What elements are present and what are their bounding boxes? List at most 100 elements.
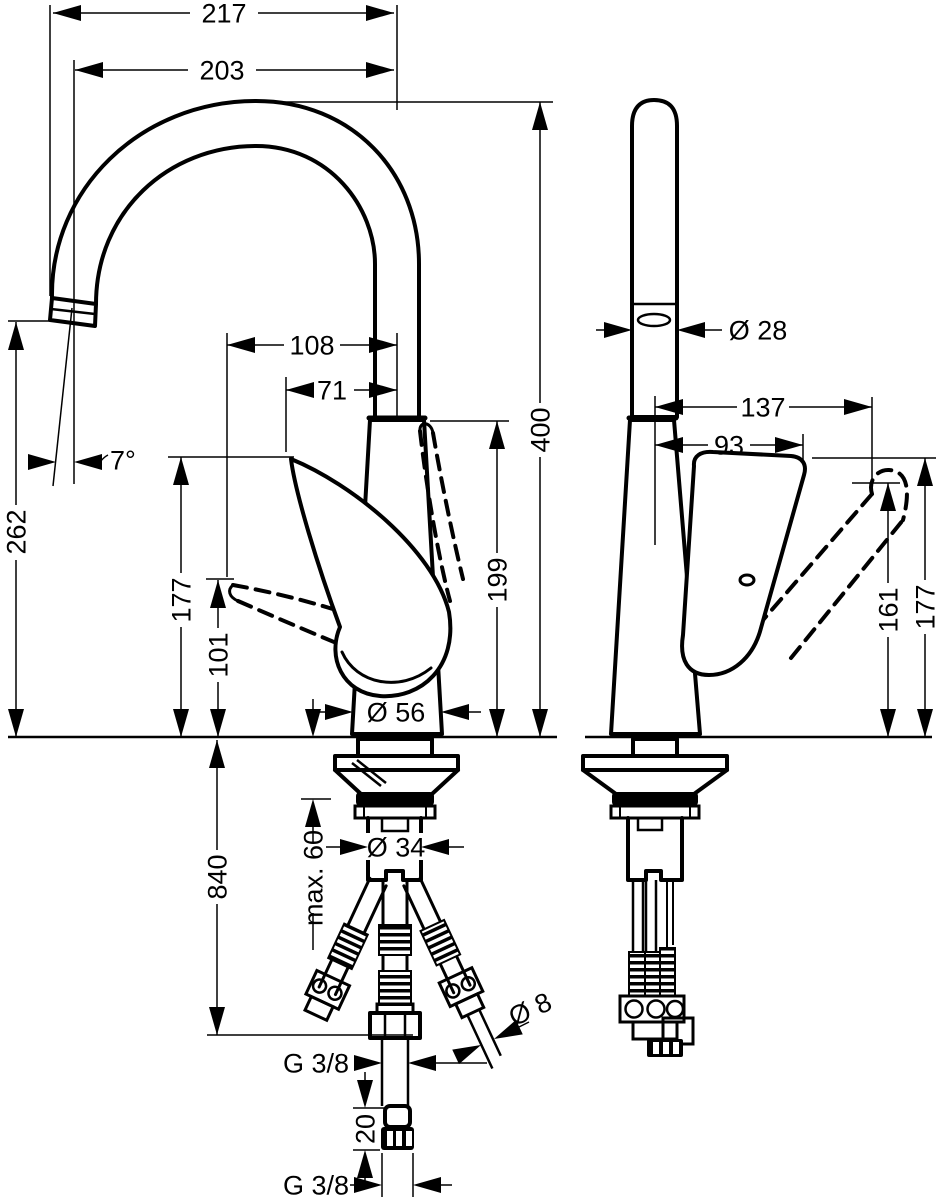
dim-shank-diameter: Ø 34 <box>326 832 464 862</box>
angle-ref-line <box>52 307 73 487</box>
connector-port <box>327 985 343 1001</box>
dim-label: 177 <box>166 577 196 622</box>
collar-notch <box>619 806 691 818</box>
handle-screw <box>738 573 756 587</box>
mounting-spacer <box>356 737 434 758</box>
arrowhead <box>354 1177 382 1193</box>
front-view: 217 203 108 <box>1 0 557 1200</box>
arrowhead <box>28 454 56 470</box>
dim-label: 199 <box>482 557 512 602</box>
lever-handle <box>680 449 807 677</box>
adapter-slot <box>653 1042 659 1054</box>
arrowhead <box>441 704 469 720</box>
aerator-outlet <box>636 312 672 328</box>
connector-port <box>646 999 666 1019</box>
hose-clip <box>636 816 664 832</box>
handle-raised-dashed <box>755 492 874 629</box>
dim-label: 217 <box>201 0 246 28</box>
hose-braid <box>659 947 676 997</box>
dim-label: 7° <box>110 445 136 475</box>
thread-nipple <box>380 1038 410 1106</box>
arrowhead <box>357 1080 373 1108</box>
arrowhead <box>369 337 397 353</box>
hose-braid <box>326 922 370 971</box>
arrowhead <box>8 322 24 350</box>
handle-lowered-dashed <box>231 583 402 635</box>
dim-hose-connection: G 3/8 <box>283 1048 487 1078</box>
connector-port <box>445 983 461 999</box>
dim-label: 93 <box>714 430 744 460</box>
dim-label: max. 60 <box>298 830 328 926</box>
collar-notch <box>363 806 427 818</box>
side-dimensions: Ø 28 137 93 <box>596 315 940 737</box>
dim-handle-lowered-height: 101 <box>203 578 234 737</box>
arrowhead <box>305 709 321 737</box>
arrowhead <box>677 322 705 338</box>
base-gasket <box>612 792 698 806</box>
arrowhead <box>880 709 896 737</box>
dim-label: 177 <box>910 584 940 629</box>
arrowhead <box>210 709 226 737</box>
adapter-slot <box>673 1042 679 1054</box>
lever-handle <box>289 457 453 699</box>
dim-handle-to-axis-lowered: 108 <box>226 330 398 577</box>
dim-label: Ø 28 <box>729 315 788 345</box>
dim-label: 203 <box>199 55 244 85</box>
leader-line <box>99 454 109 463</box>
label-mask <box>358 833 434 860</box>
handle-raised-dashed <box>431 431 465 581</box>
arrowhead <box>209 1007 225 1035</box>
arrowhead <box>366 5 394 21</box>
connector-port <box>665 999 685 1019</box>
threaded-shank <box>626 816 684 882</box>
dim-label: 101 <box>203 632 233 677</box>
arrowhead <box>75 62 103 78</box>
dim-handle-reach: 93 <box>655 430 804 460</box>
dim-max-deck-thickness: max. 60 <box>298 699 331 950</box>
arrowhead <box>532 709 548 737</box>
arrowhead <box>53 5 81 21</box>
hose-center <box>368 878 422 1150</box>
retainer-collar <box>609 804 701 820</box>
arrowhead <box>369 382 397 398</box>
nut-facets <box>383 1013 407 1038</box>
escutcheon-side <box>430 768 460 796</box>
adapter-slot <box>663 1042 669 1054</box>
dim-spout-reach: 203 <box>73 55 394 484</box>
dim-label: 262 <box>1 509 31 554</box>
connector-step <box>631 1020 679 1041</box>
faucet-side <box>609 98 909 736</box>
dim-handle-to-axis: 71 <box>285 375 397 452</box>
hose-right <box>402 876 502 1070</box>
spout-inner-curve <box>94 144 377 418</box>
hose-braid <box>378 970 412 1006</box>
spout-column <box>630 98 679 419</box>
arrowhead <box>74 454 102 470</box>
arrowhead <box>227 337 255 353</box>
arrowhead <box>210 580 226 608</box>
dim-label: G 3/8 <box>283 1048 349 1078</box>
dim-label: Ø 34 <box>367 832 426 862</box>
dim-adapter-length: 20 <box>350 1072 384 1188</box>
g38-nut <box>368 1011 422 1040</box>
dim-label: Ø 56 <box>367 697 426 727</box>
base-gasket <box>356 792 434 806</box>
arrowhead <box>532 102 548 130</box>
dim-label: 71 <box>317 375 347 405</box>
escutcheon-plate <box>581 754 729 772</box>
front-hoses <box>303 876 502 1150</box>
mounting-spacer <box>631 737 679 758</box>
side-underdeck <box>581 737 729 1057</box>
dim-overall-width: 217 <box>49 0 398 296</box>
dim-handle-reach-raised: 137 <box>654 392 873 545</box>
arrowhead <box>917 458 933 486</box>
threaded-shank <box>366 816 423 882</box>
dim-adapter-connection: G 3/8 <box>283 1153 452 1200</box>
escutcheon-side <box>333 768 363 796</box>
handle-lowered-tip <box>228 583 240 603</box>
aerator-band <box>50 307 96 316</box>
hose-tail <box>466 1009 502 1070</box>
hose-braid <box>628 951 646 997</box>
set-screw <box>351 759 387 787</box>
